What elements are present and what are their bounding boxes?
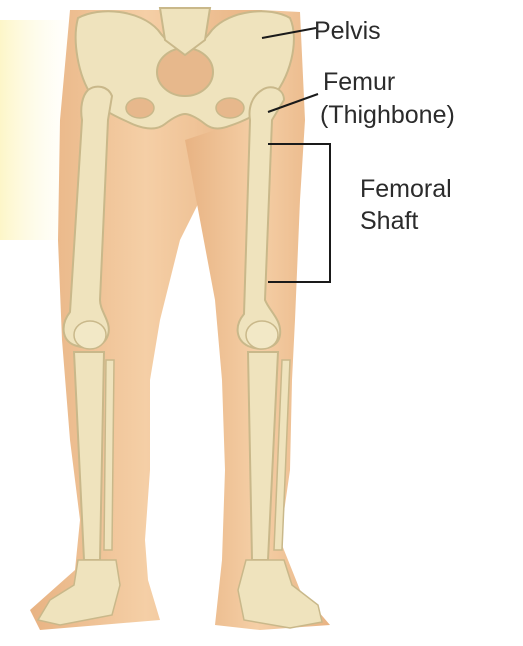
right-foot xyxy=(238,560,322,628)
pelvis-label: Pelvis xyxy=(314,16,381,46)
thighbone-label: (Thighbone) xyxy=(320,100,455,130)
left-fibula xyxy=(104,360,114,550)
left-obturator xyxy=(126,98,154,118)
shaft-label: Shaft xyxy=(360,206,418,236)
left-patella xyxy=(74,321,106,349)
femur-label: Femur xyxy=(323,67,395,97)
femoral-label: Femoral xyxy=(360,174,452,204)
right-patella xyxy=(246,321,278,349)
right-obturator xyxy=(216,98,244,118)
left-tibia xyxy=(74,352,104,560)
